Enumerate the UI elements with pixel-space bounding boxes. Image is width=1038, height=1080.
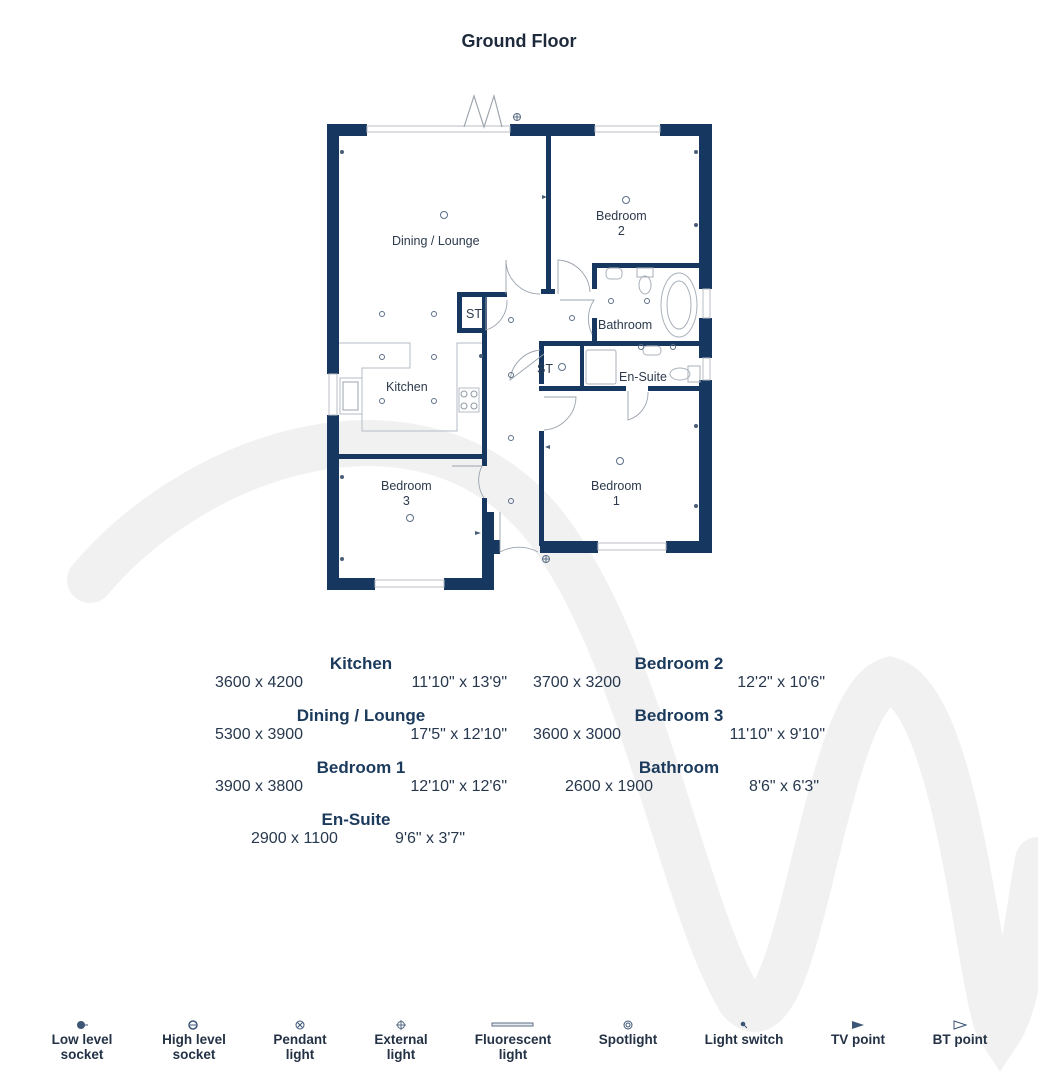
dims-imperial: 8'6" x 6'3": [749, 778, 819, 795]
dims-metric: 3900 x 3800: [215, 778, 304, 795]
legend-label: Low level: [51, 1032, 113, 1047]
bathroom-fixtures: [585, 267, 701, 385]
legend-item-fluorescent-light: Fluorescent light: [458, 1018, 568, 1062]
external-lights: [513, 113, 550, 563]
dims-room-name: Bedroom 3: [634, 706, 724, 725]
dims-kitchen: Kitchen 3600 x 4200 11'10" x 13'9": [211, 654, 511, 692]
low-level-socket-icon: [77, 1021, 88, 1029]
room-label-number: 1: [612, 494, 620, 508]
room-label-bedroom2: Bedroom 2: [596, 209, 647, 239]
light-switch-icon: [740, 1021, 748, 1029]
dims-bedroom2: Bedroom 2 3700 x 3200 12'2" x 10'6": [529, 654, 829, 692]
dims-imperial: 9'6" x 3'7": [395, 830, 465, 847]
room-label-ensuite: En-Suite: [619, 370, 667, 384]
dims-imperial: 12'10" x 12'6": [410, 778, 507, 795]
dims-metric: 3700 x 3200: [533, 674, 622, 691]
legend-item-pendant-light: Pendant light: [245, 1018, 355, 1062]
dims-imperial: 11'10" x 13'9": [411, 674, 507, 691]
legend-item-high-level-socket: High level socket: [139, 1018, 249, 1062]
dims-room-name: Kitchen: [329, 654, 393, 673]
room-label-bedroom3: Bedroom 3: [381, 479, 432, 509]
dims-imperial: 17'5" x 12'10": [410, 726, 507, 743]
legend-item-bt-point: BT point: [905, 1018, 1015, 1047]
sockets: [340, 150, 698, 561]
external-light-icon: [396, 1020, 406, 1030]
legend-label: Spotlight: [598, 1032, 658, 1047]
legend-item-external-light: External light: [346, 1018, 456, 1062]
dims-room-name: En-Suite: [321, 810, 391, 829]
tv-point-icon: [852, 1021, 864, 1029]
dims-metric: 3600 x 3000: [533, 726, 622, 743]
legend-label: BT point: [932, 1032, 988, 1047]
pendant-lights: [406, 196, 630, 522]
bifold-door: [463, 93, 503, 129]
dims-imperial: 12'2" x 10'6": [737, 674, 825, 691]
legend-item-tv-point: TV point: [803, 1018, 913, 1047]
floor-plan: [327, 93, 712, 590]
legend-item-low-level-socket: Low level socket: [27, 1018, 137, 1062]
dims-dining-lounge: Dining / Lounge 5300 x 3900 17'5" x 12'10…: [211, 706, 511, 744]
room-label-st-upper: ST: [466, 307, 482, 321]
floor-title: Ground Floor: [461, 31, 577, 51]
room-label-st-lower: ST: [537, 362, 553, 376]
door-swings: [452, 259, 649, 553]
room-label-number: 3: [402, 494, 410, 508]
legend-label: Light switch: [704, 1032, 784, 1047]
kitchen-worktop: [339, 342, 482, 432]
room-label-line: Bedroom: [381, 479, 432, 493]
legend-item-light-switch: Light switch: [689, 1018, 799, 1047]
high-level-socket-icon: [188, 1020, 198, 1030]
windows: [328, 125, 711, 588]
dims-room-name: Bedroom 2: [634, 654, 724, 673]
room-label-line: Bedroom: [596, 209, 647, 223]
dims-bedroom3: Bedroom 3 3600 x 3000 11'10" x 9'10": [529, 706, 829, 744]
bt-point-icon: [953, 1020, 967, 1030]
legend-label: Fluorescent: [474, 1032, 552, 1047]
fluorescent-light-icon: [491, 1022, 534, 1027]
legend-label: Pendant: [273, 1032, 327, 1047]
dims-bedroom1: Bedroom 1 3900 x 3800 12'10" x 12'6": [211, 758, 511, 796]
dims-room-name: Dining / Lounge: [296, 706, 426, 725]
legend-label: light: [386, 1047, 416, 1062]
sink: [342, 381, 359, 411]
dims-bathroom: Bathroom 2600 x 1900 8'6" x 6'3": [529, 758, 829, 796]
dims-imperial: 11'10" x 9'10": [729, 726, 825, 743]
dims-metric: 5300 x 3900: [215, 726, 304, 743]
hob: [460, 390, 478, 410]
dims-ensuite: En-Suite 2900 x 1100 9'6" x 3'7": [211, 810, 501, 848]
legend-label: light: [285, 1047, 315, 1062]
dims-metric: 3600 x 4200: [215, 674, 304, 691]
room-label-dining-lounge: Dining / Lounge: [392, 234, 480, 248]
legend-label: TV point: [831, 1032, 885, 1047]
tv-points: [475, 195, 550, 535]
dims-room-name: Bedroom 1: [316, 758, 406, 777]
legend-label: light: [498, 1047, 528, 1062]
legend-item-spotlight: Spotlight: [573, 1018, 683, 1047]
pendant-light-icon: [295, 1020, 305, 1030]
walls: [327, 124, 712, 590]
room-label-number: 2: [617, 224, 625, 238]
room-label-line: Bedroom: [591, 479, 642, 493]
legend-label: External: [374, 1032, 428, 1047]
legend-label: socket: [172, 1047, 216, 1062]
dims-metric: 2900 x 1100: [251, 830, 338, 847]
spotlight-icon: [623, 1020, 633, 1030]
room-label-kitchen: Kitchen: [386, 380, 428, 394]
room-label-bedroom1: Bedroom 1: [591, 479, 642, 509]
spotlights: [379, 298, 676, 504]
legend-label: High level: [162, 1032, 226, 1047]
legend: Low level socket High level socket Penda…: [0, 1018, 1038, 1068]
room-label-bathroom: Bathroom: [598, 318, 653, 332]
dims-metric: 2600 x 1900: [565, 778, 654, 795]
dims-room-name: Bathroom: [638, 758, 720, 777]
legend-label: socket: [60, 1047, 104, 1062]
